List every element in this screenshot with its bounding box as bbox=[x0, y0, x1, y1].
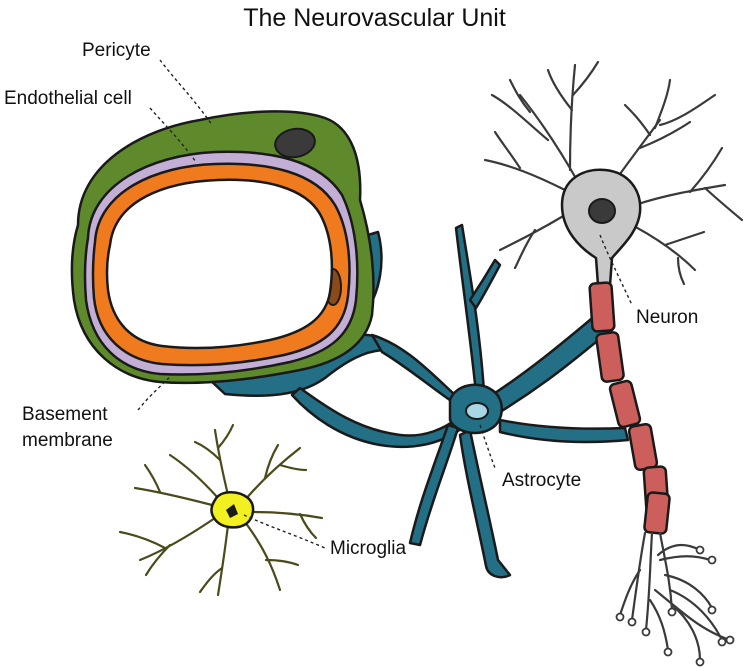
pericyte-leader bbox=[159, 59, 213, 126]
diagram-title: The Neurovascular Unit bbox=[243, 4, 506, 32]
label-endothelial-cell: Endothelial cell bbox=[4, 88, 132, 109]
astrocyte-process-downleft bbox=[408, 423, 460, 547]
astrocyte-nucleus bbox=[465, 402, 489, 420]
pericyte-nucleus bbox=[274, 127, 316, 159]
astrocyte-process-axon bbox=[498, 418, 630, 444]
blood-vessel bbox=[70, 110, 375, 385]
astrocyte-process-up-branch bbox=[468, 258, 502, 310]
astrocyte-process-up bbox=[454, 223, 486, 395]
microglia-leader bbox=[243, 514, 326, 549]
microglia bbox=[118, 423, 324, 597]
axon-terminal-buttons bbox=[615, 545, 735, 667]
axon-myelin bbox=[588, 281, 671, 535]
label-astrocyte: Astrocyte bbox=[502, 470, 582, 491]
astrocyte-process-lower-vessel bbox=[290, 386, 464, 449]
neuron bbox=[483, 60, 744, 667]
basement-membrane-leader bbox=[137, 371, 176, 411]
label-pericyte: Pericyte bbox=[82, 40, 151, 61]
vessel-lumen bbox=[105, 178, 334, 350]
leader-lines bbox=[137, 59, 633, 549]
label-basement-membrane-line2: membrane bbox=[22, 430, 113, 451]
microglia-processes bbox=[118, 423, 324, 597]
label-basement-membrane-line1: Basement bbox=[22, 404, 108, 425]
astrocyte-process-down bbox=[458, 428, 512, 579]
neuron-soma bbox=[560, 168, 642, 287]
neuron-nucleus bbox=[588, 198, 616, 224]
astrocyte-process-vessel bbox=[370, 333, 464, 410]
label-microglia: Microglia bbox=[330, 538, 407, 559]
axon-terminals bbox=[618, 531, 732, 662]
endothelial-leader bbox=[149, 107, 197, 163]
neuron-leader bbox=[599, 234, 633, 306]
microglia-nucleus bbox=[226, 504, 238, 518]
label-neuron: Neuron bbox=[636, 307, 699, 328]
